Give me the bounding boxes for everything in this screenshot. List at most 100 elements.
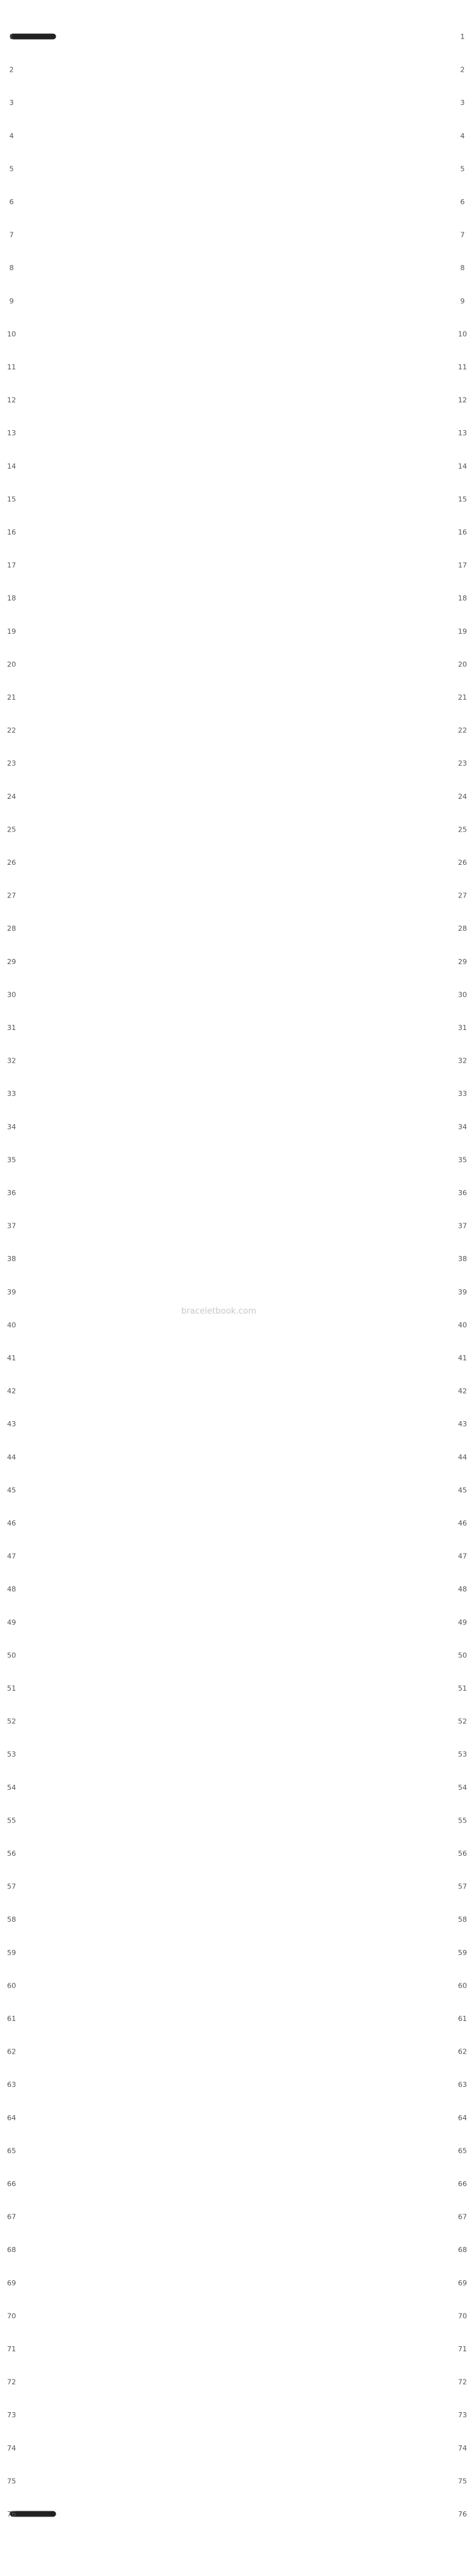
row-number-left: 66 bbox=[7, 2180, 16, 2188]
row-number-right: 60 bbox=[458, 1981, 467, 1990]
row-number-left: 6 bbox=[10, 198, 14, 206]
row-number-right: 46 bbox=[458, 1519, 467, 1527]
row-number-right: 18 bbox=[458, 594, 467, 602]
row-number-right: 42 bbox=[458, 1387, 467, 1396]
row-number-left: 60 bbox=[7, 1981, 16, 1990]
row-number-right: 13 bbox=[458, 429, 467, 437]
row-number-right: 2 bbox=[461, 66, 465, 74]
row-number-right: 58 bbox=[458, 1915, 467, 1924]
row-number-right: 5 bbox=[461, 165, 465, 173]
row-number-right: 40 bbox=[458, 1321, 467, 1329]
row-number-right: 71 bbox=[458, 2345, 467, 2353]
row-number-left: 27 bbox=[7, 892, 16, 900]
row-number-right: 73 bbox=[458, 2411, 467, 2419]
row-number-left: 26 bbox=[7, 858, 16, 867]
row-number-right: 45 bbox=[458, 1486, 467, 1494]
row-number-right: 68 bbox=[458, 2246, 467, 2254]
row-number-right: 49 bbox=[458, 1618, 467, 1627]
row-number-right: 72 bbox=[458, 2378, 467, 2387]
row-number-right: 67 bbox=[458, 2213, 467, 2221]
row-number-left: 53 bbox=[7, 1750, 16, 1759]
row-number-right: 55 bbox=[458, 1816, 467, 1824]
row-number-left: 17 bbox=[7, 561, 16, 570]
row-number-right: 1 bbox=[461, 33, 465, 41]
row-number-left: 73 bbox=[7, 2411, 16, 2419]
row-number-left: 71 bbox=[7, 2345, 16, 2353]
row-number-left: 61 bbox=[7, 2015, 16, 2023]
row-number-left: 67 bbox=[7, 2213, 16, 2221]
row-number-left: 39 bbox=[7, 1288, 16, 1296]
row-number-right: 37 bbox=[458, 1222, 467, 1230]
row-number-right: 15 bbox=[458, 495, 467, 503]
row-number-right: 51 bbox=[458, 1684, 467, 1693]
row-number-left: 11 bbox=[7, 363, 16, 371]
row-number-left: 36 bbox=[7, 1189, 16, 1197]
row-number-left: 65 bbox=[7, 2146, 16, 2155]
row-number-right: 14 bbox=[458, 462, 467, 471]
row-number-right: 69 bbox=[458, 2279, 467, 2287]
row-number-right: 16 bbox=[458, 528, 467, 536]
row-number-right: 7 bbox=[461, 231, 465, 239]
row-number-right: 8 bbox=[461, 264, 465, 272]
row-number-right: 35 bbox=[458, 1155, 467, 1164]
row-number-right: 17 bbox=[458, 561, 467, 570]
row-number-right: 28 bbox=[458, 924, 467, 933]
row-number-left: 68 bbox=[7, 2246, 16, 2254]
row-number-right: 29 bbox=[458, 958, 467, 966]
row-number-left: 69 bbox=[7, 2279, 16, 2287]
row-number-right: 11 bbox=[458, 363, 467, 371]
strand-lines bbox=[10, 33, 56, 2517]
row-number-right: 64 bbox=[458, 2114, 467, 2122]
row-number-left: 32 bbox=[7, 1057, 16, 1065]
row-number-right: 76 bbox=[458, 2510, 467, 2518]
row-number-left: 30 bbox=[7, 990, 16, 999]
row-number-left: 76 bbox=[7, 2510, 16, 2518]
row-number-right: 21 bbox=[458, 693, 467, 702]
row-number-right: 22 bbox=[458, 727, 467, 735]
row-number-left: 63 bbox=[7, 2081, 16, 2089]
row-number-left: 34 bbox=[7, 1123, 16, 1131]
row-number-left: 62 bbox=[7, 2048, 16, 2056]
row-number-right: 31 bbox=[458, 1024, 467, 1032]
row-number-left: 21 bbox=[7, 693, 16, 702]
row-number-right: 34 bbox=[458, 1123, 467, 1131]
row-number-left: 33 bbox=[7, 1090, 16, 1098]
row-number-left: 44 bbox=[7, 1453, 16, 1461]
row-number-left: 75 bbox=[7, 2477, 16, 2485]
row-number-right: 9 bbox=[461, 297, 465, 305]
row-number-right: 48 bbox=[458, 1585, 467, 1593]
row-number-right: 23 bbox=[458, 759, 467, 768]
row-number-left: 10 bbox=[7, 330, 16, 338]
row-number-left: 49 bbox=[7, 1618, 16, 1627]
row-number-left: 25 bbox=[7, 825, 16, 833]
row-number-left: 42 bbox=[7, 1387, 16, 1396]
row-number-left: 38 bbox=[7, 1255, 16, 1263]
row-number-left: 24 bbox=[7, 793, 16, 801]
row-number-left: 43 bbox=[7, 1420, 16, 1428]
row-number-right: 66 bbox=[458, 2180, 467, 2188]
row-number-left: 28 bbox=[7, 924, 16, 933]
row-number-left: 19 bbox=[7, 627, 16, 636]
row-number-left: 58 bbox=[7, 1915, 16, 1924]
row-number-right: 20 bbox=[458, 660, 467, 668]
row-number-right: 70 bbox=[458, 2312, 467, 2320]
row-number-left: 14 bbox=[7, 462, 16, 471]
row-number-right: 12 bbox=[458, 396, 467, 405]
row-number-right: 25 bbox=[458, 825, 467, 833]
row-number-right: 47 bbox=[458, 1552, 467, 1561]
row-number-right: 27 bbox=[458, 892, 467, 900]
row-number-right: 52 bbox=[458, 1718, 467, 1726]
row-number-right: 4 bbox=[461, 132, 465, 140]
row-number-left: 22 bbox=[7, 727, 16, 735]
row-number-left: 29 bbox=[7, 958, 16, 966]
row-number-right: 39 bbox=[458, 1288, 467, 1296]
row-number-left: 7 bbox=[10, 231, 14, 239]
row-number-left: 16 bbox=[7, 528, 16, 536]
row-number-left: 35 bbox=[7, 1155, 16, 1164]
row-number-right: 54 bbox=[458, 1783, 467, 1792]
row-number-left: 37 bbox=[7, 1222, 16, 1230]
row-number-right: 62 bbox=[458, 2048, 467, 2056]
row-number-right: 26 bbox=[458, 858, 467, 867]
row-number-right: 50 bbox=[458, 1651, 467, 1659]
row-number-left: 9 bbox=[10, 297, 14, 305]
